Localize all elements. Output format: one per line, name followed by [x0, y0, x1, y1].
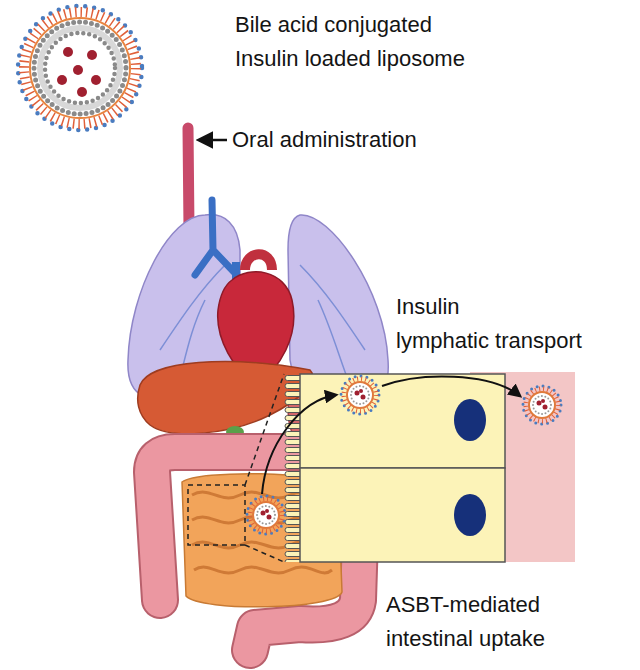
- liposome-caption: Bile acid conjugated Insulin loaded lipo…: [235, 8, 485, 76]
- lipid-heads-inner: [45, 33, 115, 103]
- zoom-line: [245, 545, 284, 562]
- liposome-small: [247, 496, 285, 534]
- enterocyte: [300, 468, 505, 562]
- insulin-dot: [73, 65, 83, 75]
- pointer-arrow: [199, 139, 227, 142]
- insulin-dot: [63, 47, 73, 57]
- zoom-box: [188, 485, 245, 545]
- nucleus: [454, 494, 486, 536]
- liposome-figure: [18, 6, 142, 130]
- uptake-arrow: [262, 395, 336, 494]
- vessel: [160, 265, 225, 350]
- route-label-holder: Oral administration: [232, 125, 417, 155]
- trachea: [195, 200, 234, 275]
- aorta: [245, 254, 272, 270]
- insulin-dot: [57, 75, 67, 85]
- transport-arrow: [382, 377, 520, 396]
- route-label: Oral administration: [232, 125, 417, 155]
- lipid-tails: [40, 28, 120, 108]
- liposome-caption-holder: Bile acid conjugated Insulin loaded lipo…: [235, 8, 485, 76]
- transport-label: Insulin lymphatic transport: [396, 290, 588, 358]
- enterocyte: [300, 374, 505, 468]
- insulin-dots: [57, 47, 101, 97]
- lipid-heads-outer: [34, 22, 126, 114]
- uptake-label-holder: ASBT-mediated intestinal uptake: [386, 588, 576, 656]
- liposome-outline: [30, 18, 130, 118]
- conjugate-spikes: [24, 12, 136, 124]
- insulin-dot: [87, 50, 97, 60]
- fold: [194, 567, 332, 573]
- transport-label-holder: Insulin lymphatic transport: [396, 290, 588, 358]
- liposome-small: [341, 376, 379, 414]
- uptake-label: ASBT-mediated intestinal uptake: [386, 588, 576, 656]
- zoom-line: [245, 374, 284, 485]
- insulin-dot: [77, 87, 87, 97]
- nucleus: [454, 399, 486, 441]
- liposome-small: [523, 386, 561, 424]
- insulin-dot: [91, 75, 101, 85]
- bile-acid-dots: [18, 6, 142, 130]
- vessel: [318, 300, 350, 385]
